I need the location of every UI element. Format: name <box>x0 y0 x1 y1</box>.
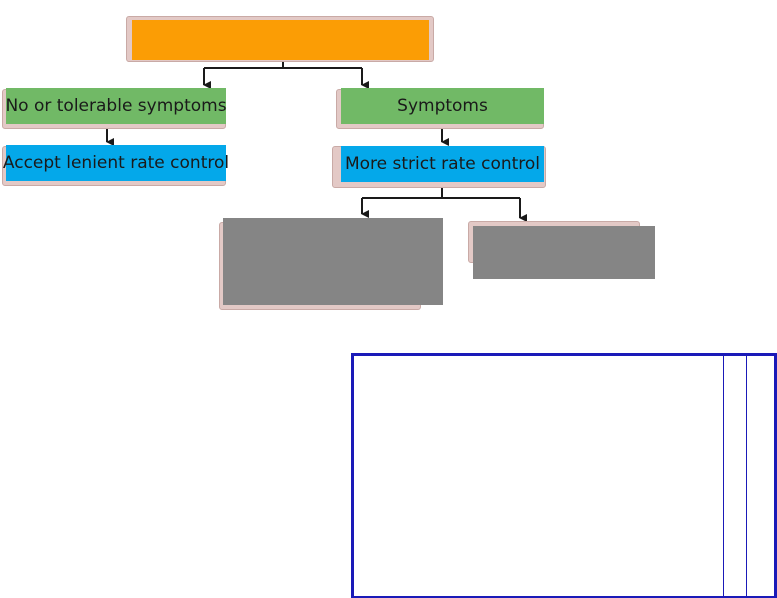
option-right-box <box>473 226 655 279</box>
top-box <box>132 20 429 60</box>
strict-rate-control-box: More strict rate control <box>341 146 544 182</box>
no-symptoms-box: No or tolerable symptoms <box>5 88 227 124</box>
empty-bordered-panel <box>351 353 777 598</box>
option-left-box <box>223 218 443 305</box>
symptoms-box: Symptoms <box>341 88 544 124</box>
lenient-rate-control-box: Accept lenient rate control <box>3 145 229 181</box>
panel-divider-right <box>746 356 747 596</box>
panel-divider-left <box>723 356 724 596</box>
